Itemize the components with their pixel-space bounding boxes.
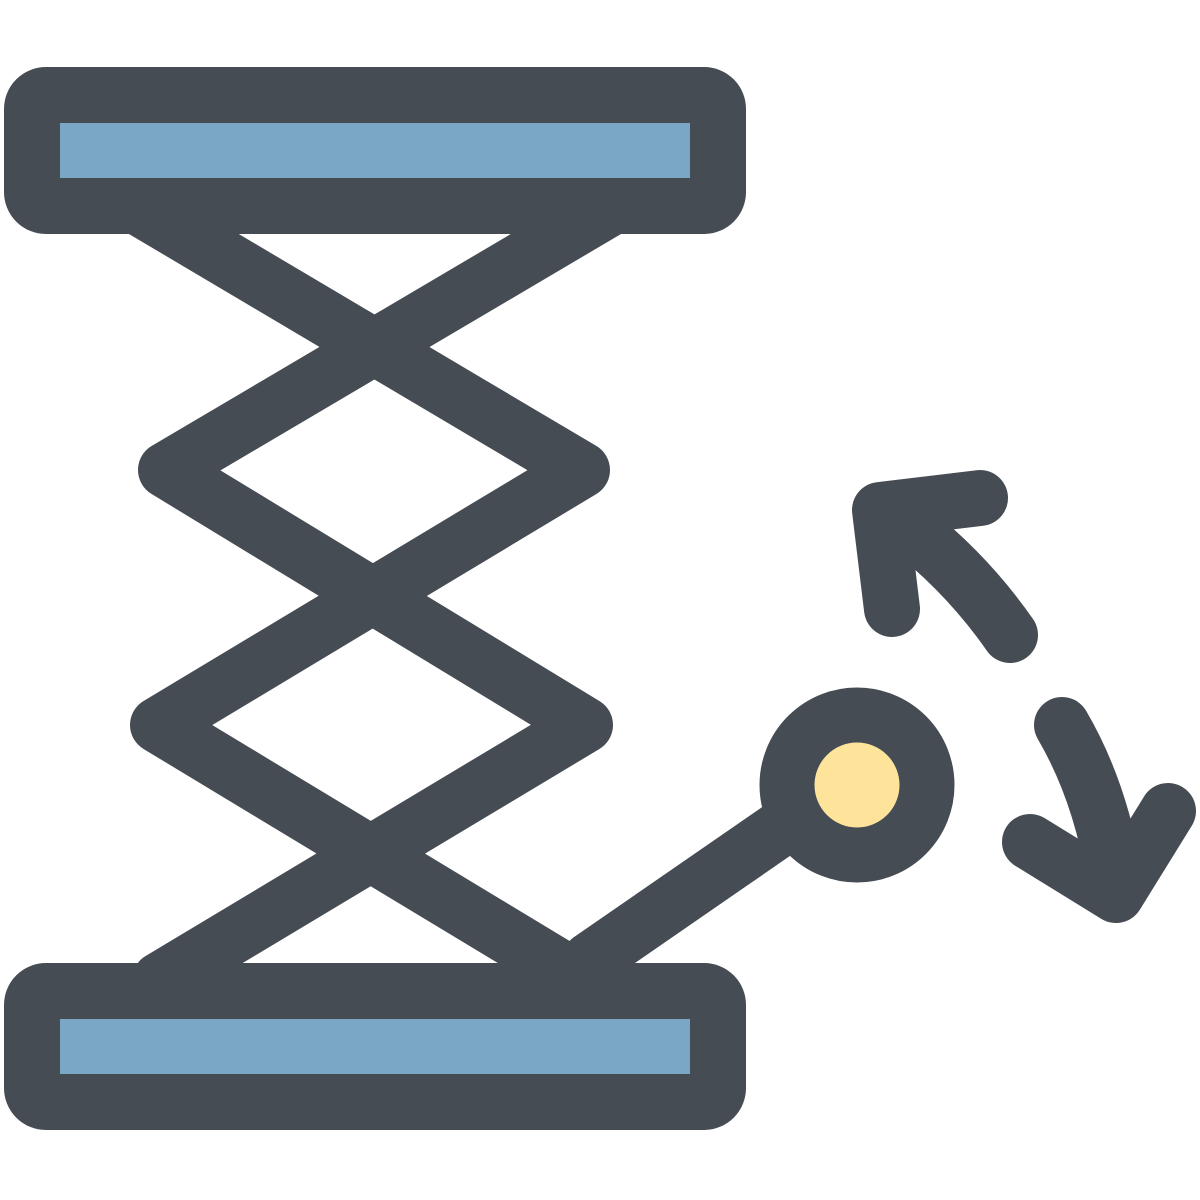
rotate-arrow-down-head [1002, 783, 1196, 923]
scissor-arm-zigzag-right [132, 180, 638, 1008]
rotate-arrow-up-head [852, 470, 1008, 637]
rotate-arrow-down-icon [1002, 697, 1196, 923]
crank-knob [759, 687, 955, 883]
scissor-arms [112, 180, 638, 1008]
bottom-platform [4, 963, 746, 1130]
crank-handle [562, 787, 828, 988]
top-platform [4, 67, 746, 234]
rotate-arrow-up-icon [852, 470, 1038, 663]
